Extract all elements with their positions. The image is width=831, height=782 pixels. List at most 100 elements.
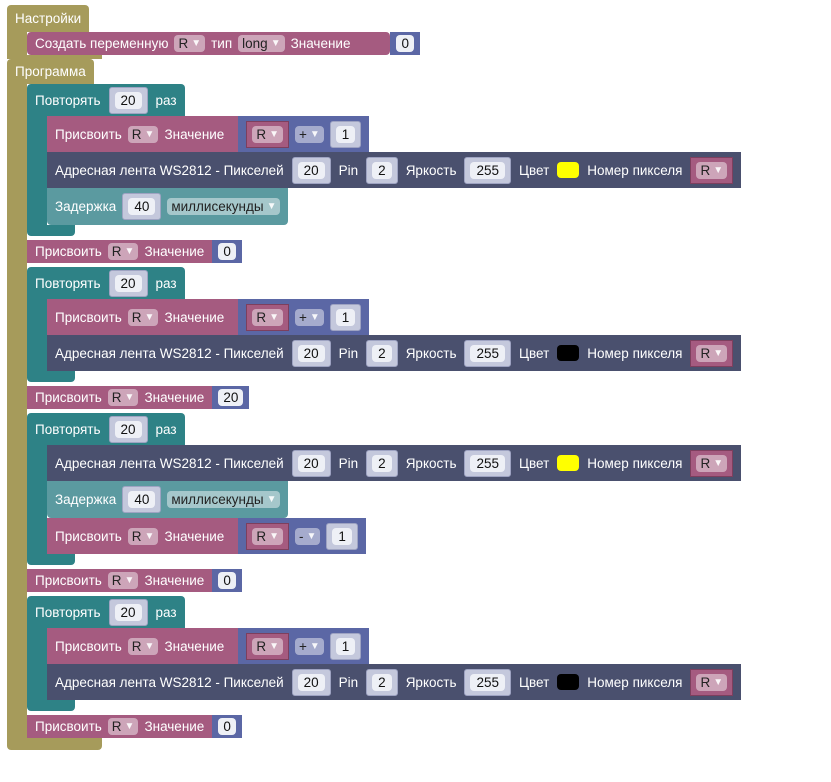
- brightness-input[interactable]: 255: [464, 339, 512, 367]
- operator-dropdown[interactable]: +▼: [294, 637, 324, 655]
- delay-input[interactable]: 40: [122, 486, 162, 513]
- repeat-count-input[interactable]: 20: [108, 598, 148, 626]
- repeat-count-input[interactable]: 20: [108, 86, 148, 114]
- variable-dropdown[interactable]: R▼: [252, 125, 283, 143]
- unit-dropdown[interactable]: миллисекунды▼: [167, 491, 281, 508]
- variable-dropdown[interactable]: R▼: [127, 308, 159, 326]
- number-field[interactable]: 0: [218, 243, 236, 260]
- type-dropdown[interactable]: long▼: [238, 35, 285, 52]
- variable-reporter[interactable]: R▼: [690, 668, 734, 696]
- number-value-block[interactable]: 0: [212, 569, 242, 592]
- brightness-input[interactable]: 255: [464, 449, 512, 477]
- pin-input[interactable]: 2: [366, 668, 398, 696]
- color-swatch[interactable]: [557, 455, 580, 471]
- variable-dropdown[interactable]: R▼: [696, 673, 728, 691]
- number-input[interactable]: 1: [329, 303, 362, 331]
- variable-dropdown[interactable]: R▼: [107, 389, 139, 406]
- operator-dropdown[interactable]: +▼: [294, 125, 324, 143]
- pin-input[interactable]: 2: [366, 449, 398, 477]
- variable-reporter[interactable]: R▼: [690, 339, 734, 367]
- number-input[interactable]: 1: [329, 632, 362, 660]
- variable-reporter[interactable]: R▼: [690, 449, 734, 477]
- variable-dropdown[interactable]: R▼: [252, 637, 283, 655]
- pin-input[interactable]: 2: [366, 339, 398, 367]
- pixels-input[interactable]: 20: [291, 668, 331, 696]
- variable-dropdown[interactable]: R▼: [127, 527, 159, 545]
- math-arithmetic-block[interactable]: R▼ +▼ 1: [238, 299, 370, 335]
- pin-input[interactable]: 2: [366, 156, 398, 184]
- variable-dropdown[interactable]: R▼: [174, 35, 206, 52]
- operator-dropdown[interactable]: -▼: [294, 527, 321, 545]
- pixels-input[interactable]: 20: [291, 449, 331, 477]
- variable-reporter[interactable]: R▼: [690, 156, 734, 184]
- pixels-input[interactable]: 20: [291, 156, 331, 184]
- number-value-block[interactable]: 0: [212, 715, 242, 738]
- operator-dropdown[interactable]: +▼: [294, 308, 324, 326]
- variable-reporter[interactable]: R▼: [246, 522, 289, 550]
- variable-dropdown[interactable]: R▼: [696, 344, 728, 362]
- brightness-input[interactable]: 255: [464, 156, 512, 184]
- variable-reporter[interactable]: R▼: [246, 120, 289, 148]
- variable-dropdown[interactable]: R▼: [127, 125, 159, 143]
- variable-dropdown[interactable]: R▼: [107, 243, 139, 260]
- variable-dropdown[interactable]: R▼: [107, 718, 139, 735]
- number-value-block[interactable]: 20: [212, 386, 250, 409]
- number-field[interactable]: 0: [218, 718, 236, 735]
- number-input[interactable]: 1: [329, 120, 362, 148]
- number-field[interactable]: 20: [218, 389, 244, 406]
- variable-dropdown[interactable]: R▼: [127, 637, 159, 655]
- repeat-count-input[interactable]: 20: [108, 269, 148, 297]
- variable-dropdown[interactable]: R▼: [696, 454, 728, 472]
- color-swatch[interactable]: [557, 674, 580, 690]
- math-arithmetic-block[interactable]: R▼ +▼ 1: [238, 628, 370, 664]
- variable-reporter[interactable]: R▼: [246, 303, 289, 331]
- variable-dropdown[interactable]: R▼: [696, 161, 728, 179]
- variable-dropdown[interactable]: R▼: [252, 308, 283, 326]
- brightness-input[interactable]: 255: [464, 668, 512, 696]
- unit-dropdown[interactable]: миллисекунды▼: [167, 198, 281, 215]
- variable-reporter[interactable]: R▼: [246, 632, 289, 660]
- variable-dropdown[interactable]: R▼: [252, 527, 283, 545]
- math-arithmetic-block[interactable]: R▼ -▼ 1: [238, 518, 366, 554]
- number-value-block[interactable]: 0: [390, 32, 420, 55]
- number-field[interactable]: 0: [396, 35, 414, 52]
- number-field[interactable]: 0: [218, 572, 236, 589]
- color-swatch[interactable]: [557, 345, 580, 361]
- number-input[interactable]: 1: [326, 522, 358, 550]
- color-swatch[interactable]: [557, 162, 580, 178]
- delay-input[interactable]: 40: [122, 193, 162, 220]
- pixels-input[interactable]: 20: [291, 339, 331, 367]
